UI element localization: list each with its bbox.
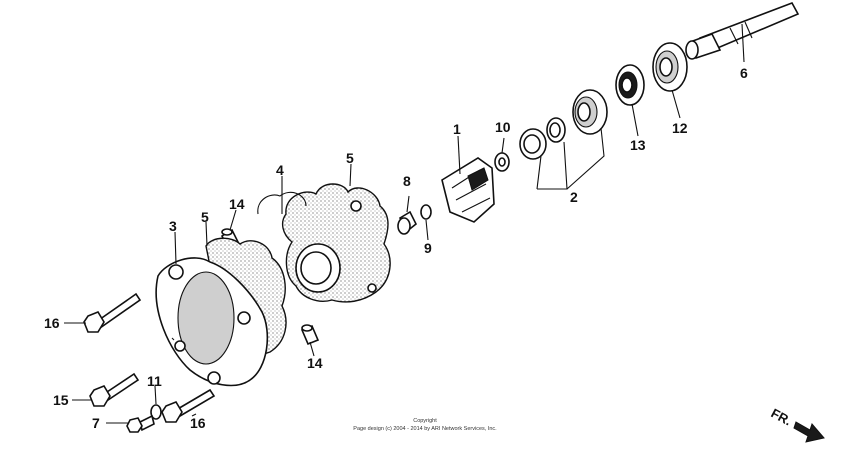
callout-8: 8 — [403, 173, 411, 189]
washer-10-part — [494, 152, 510, 172]
callout-15: 15 — [53, 392, 69, 408]
callout-10: 10 — [495, 119, 511, 135]
callout-4: 4 — [276, 162, 284, 178]
copyright-line-2: Page design (c) 2004 - 2014 by ARI Netwo… — [353, 426, 497, 432]
bolt-15-part — [89, 372, 140, 407]
leader-lines — [64, 23, 745, 424]
callout-9: 9 — [424, 240, 432, 256]
callout-14-lower: 14 — [307, 355, 323, 371]
shaft-part — [685, 2, 800, 60]
front-arrow-icon — [793, 421, 825, 443]
callout-13: 13 — [630, 137, 646, 153]
mechanical-seal-part — [519, 89, 608, 160]
washer-9-part — [420, 204, 432, 220]
bolt-16-lower-part — [161, 388, 216, 423]
callout-1: 1 — [453, 121, 461, 137]
o-ring-part — [257, 191, 307, 215]
callout-12: 12 — [672, 120, 688, 136]
callout-7: 7 — [92, 415, 100, 431]
callout-5-lower: 5 — [201, 209, 209, 225]
callout-6: 6 — [740, 65, 748, 81]
front-direction-marker: FR. — [769, 405, 825, 443]
callout-5-upper: 5 — [346, 150, 354, 166]
bolt-7-part — [126, 414, 155, 433]
front-label: FR. — [769, 405, 795, 428]
oil-seal-part — [615, 64, 645, 106]
cap-nut-part — [397, 210, 418, 235]
callout-2: 2 — [570, 189, 578, 205]
bearing-part — [652, 42, 688, 92]
callout-3: 3 — [169, 218, 177, 234]
impeller-part — [441, 157, 495, 223]
dowel-pin-lower-part — [300, 324, 320, 346]
callout-11: 11 — [147, 373, 162, 389]
callout-14-upper: 14 — [229, 196, 245, 212]
callout-16-upper: 16 — [44, 315, 60, 331]
bolt-16-upper-part — [83, 292, 142, 333]
washer-11-part — [150, 404, 162, 420]
callout-16-lower: 16 — [190, 415, 206, 431]
copyright-line-1: Copyright — [413, 418, 437, 424]
pump-cover-part — [155, 257, 269, 387]
